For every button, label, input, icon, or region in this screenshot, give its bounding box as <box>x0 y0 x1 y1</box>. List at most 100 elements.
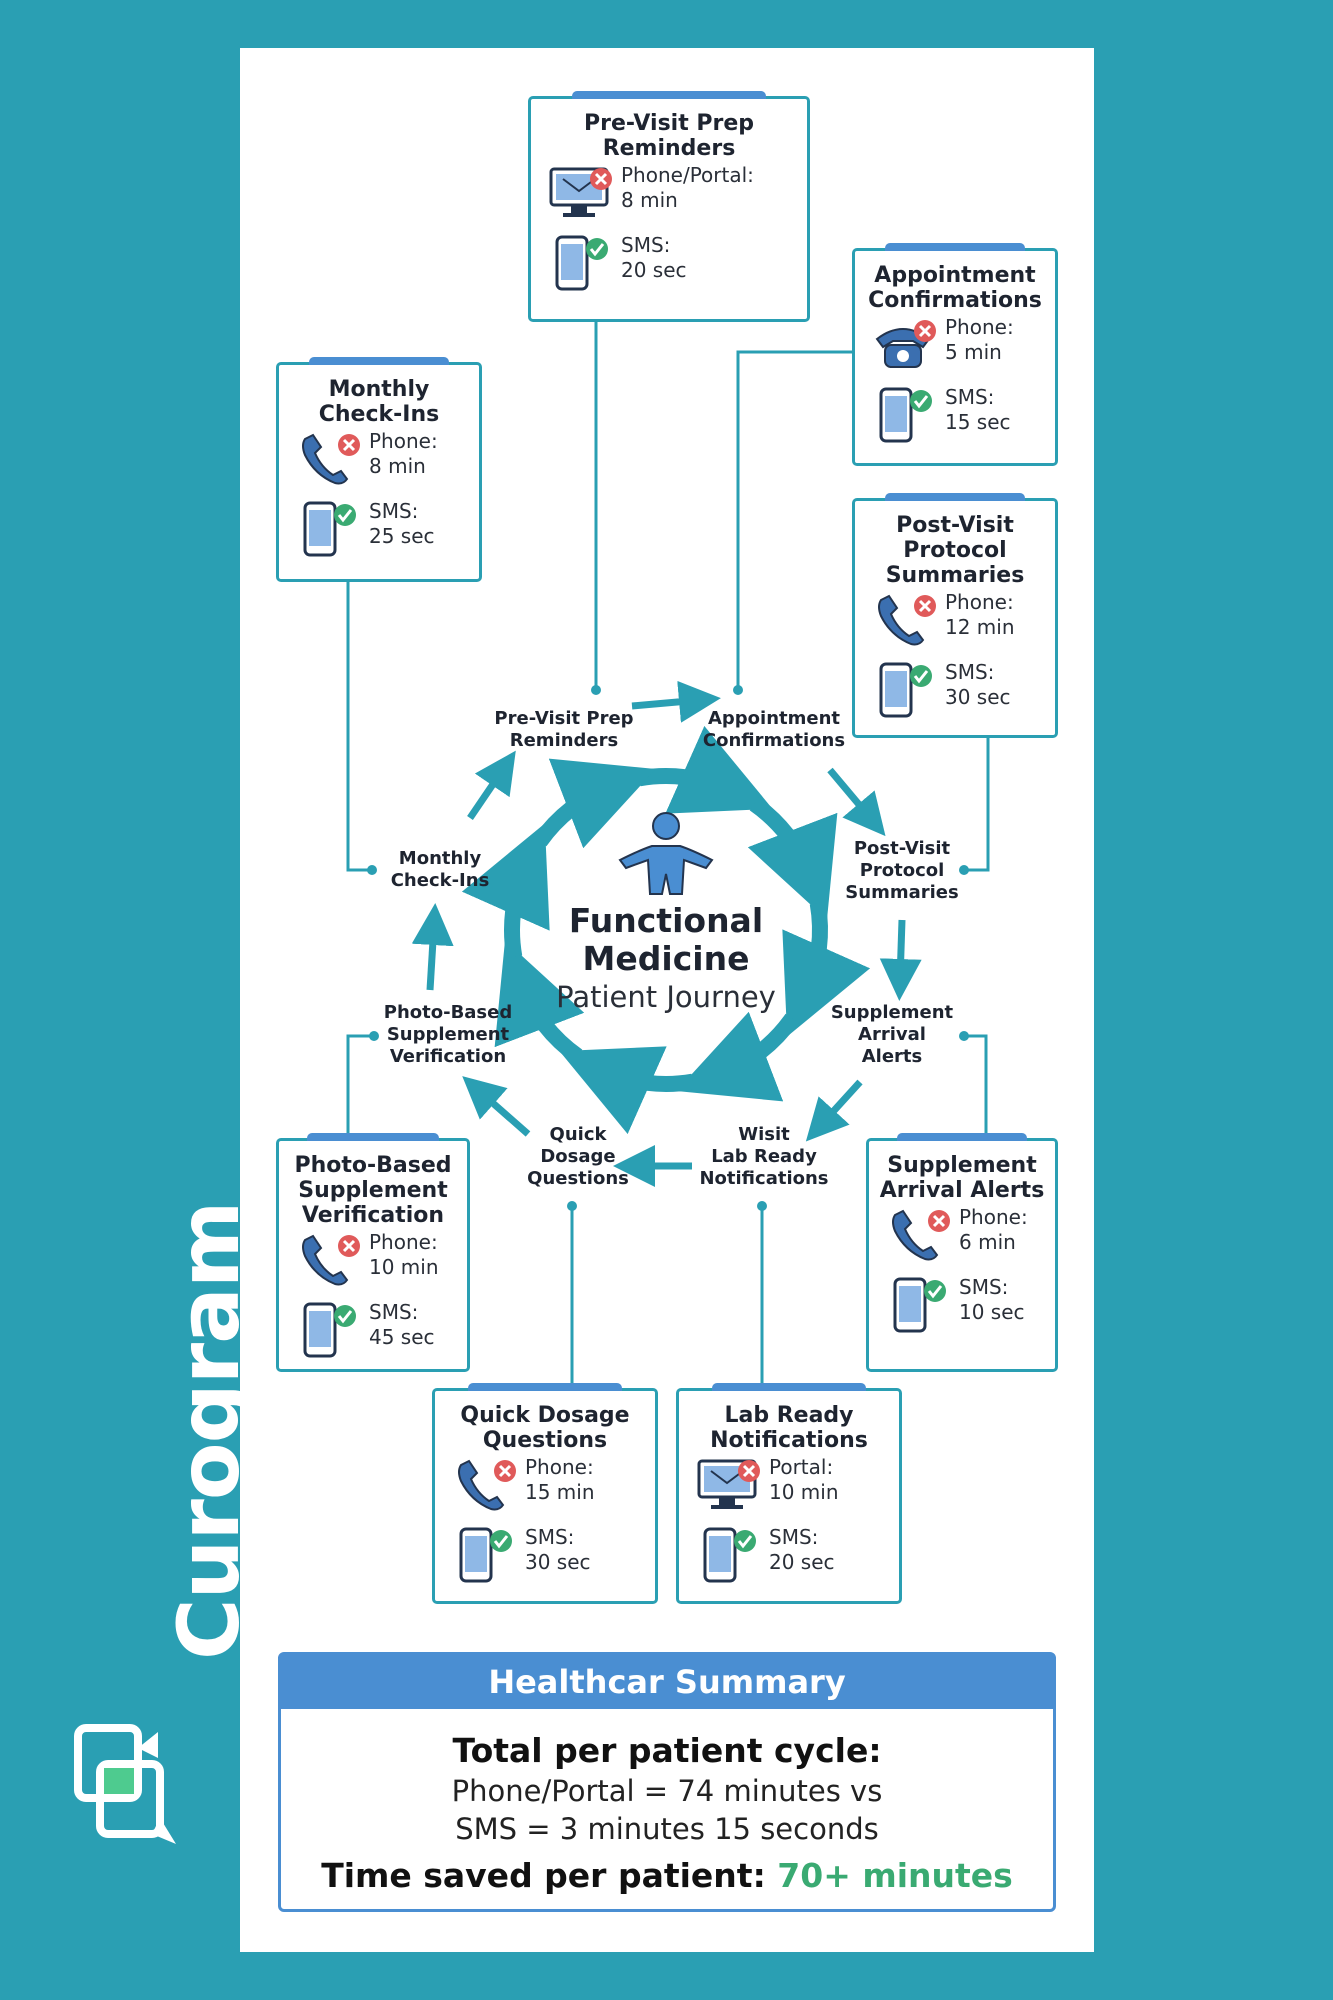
channel-row: SMS: 20 sec <box>679 1523 899 1593</box>
card-tab <box>468 1383 622 1391</box>
channel-row: Phone: 12 min <box>855 588 1055 658</box>
card-previsit: Pre-Visit Prep Reminders Phone/Portal: 8… <box>528 91 810 322</box>
phone-handset-icon <box>873 592 939 654</box>
channel-time: Phone: 6 min <box>959 1205 1028 1254</box>
connector-dot <box>757 1201 767 1211</box>
channel-row: Phone: 8 min <box>279 427 479 497</box>
flow-arrow <box>631 680 721 723</box>
channel-time: Phone: 10 min <box>369 1230 439 1279</box>
time-saved-value: 70+ minutes <box>777 1856 1013 1895</box>
phone-handset-icon <box>453 1457 519 1519</box>
cycle-ring-arrow <box>494 940 585 1063</box>
cycle-ring-arrow <box>533 758 656 849</box>
cycle-ring-arrow <box>747 797 838 920</box>
chat-bubbles-icon <box>74 1724 176 1844</box>
smartphone-icon <box>873 662 939 724</box>
smartphone-icon <box>873 387 939 449</box>
card-title: Post-Visit Protocol Summaries <box>885 513 1025 588</box>
center-subtitle: Patient Journey <box>556 980 776 1014</box>
channel-row: Portal: 10 min <box>679 1453 899 1523</box>
phone-handset-icon <box>887 1207 953 1269</box>
phone-handset-icon <box>297 431 363 493</box>
card-appointment: Appointment Confirmations Phone: 5 min S… <box>852 243 1058 466</box>
desk-phone-icon <box>873 317 939 379</box>
connector-dot <box>367 865 377 875</box>
flow-arrow <box>827 767 886 837</box>
summary-box: Healthcar Summary Total per patient cycl… <box>278 1652 1056 1912</box>
summary-phone-total: Phone/Portal = 74 minutes vs <box>451 1774 883 1808</box>
card-lab: Lab Ready Notifications Portal: 10 min S… <box>676 1383 902 1604</box>
channel-row: SMS: 20 sec <box>531 231 807 301</box>
channel-time: SMS: 30 sec <box>525 1525 591 1574</box>
person-icon <box>618 812 714 895</box>
cycle-label-photo: Photo-Based Supplement Verification <box>383 1002 513 1067</box>
channel-row: SMS: 30 sec <box>435 1523 655 1593</box>
summary-sms-total: SMS = 3 minutes 15 seconds <box>455 1812 879 1846</box>
channel-time: SMS: 15 sec <box>945 385 1011 434</box>
cycle-label-supplement: Supplement Arrival Alerts <box>830 1002 954 1067</box>
cycle-ring-arrow <box>782 901 871 1037</box>
phone-handset-icon <box>297 1232 363 1294</box>
card-title: Monthly Check-Ins <box>318 377 440 427</box>
connector-dot <box>959 1031 969 1041</box>
brand-name: Curogram <box>160 1201 258 1660</box>
channel-time: SMS: 25 sec <box>369 499 435 548</box>
channel-time: SMS: 20 sec <box>769 1525 835 1574</box>
smartphone-icon <box>887 1277 953 1339</box>
summary-total-heading: Total per patient cycle: <box>452 1731 882 1770</box>
channel-time: Phone: 5 min <box>945 315 1014 364</box>
card-tab <box>885 493 1025 501</box>
channel-row: SMS: 10 sec <box>869 1273 1055 1343</box>
smartphone-icon <box>549 235 615 297</box>
smartphone-icon <box>297 501 363 563</box>
channel-row: Phone: 10 min <box>279 1228 467 1298</box>
channel-time: SMS: 45 sec <box>369 1300 435 1349</box>
connector-dot <box>591 685 601 695</box>
center-title: Functional Medicine <box>568 901 764 978</box>
flow-arrow <box>879 919 922 1001</box>
card-title: Pre-Visit Prep Reminders <box>583 111 755 161</box>
card-tab <box>712 1383 866 1391</box>
channel-row: Phone: 6 min <box>869 1203 1055 1273</box>
channel-row: SMS: 45 sec <box>279 1298 467 1368</box>
channel-time: Phone/Portal: 8 min <box>621 163 754 212</box>
channel-time: Phone: 8 min <box>369 429 438 478</box>
cycle-ring-arrow <box>559 1046 695 1135</box>
card-title: Lab Ready Notifications <box>710 1403 868 1453</box>
channel-row: Phone: 5 min <box>855 313 1055 383</box>
connector-dot <box>959 865 969 875</box>
channel-row: Phone: 15 min <box>435 1453 655 1523</box>
card-tab <box>896 1133 1028 1141</box>
card-title: Photo-Based Supplement Verification <box>294 1153 452 1228</box>
smartphone-icon <box>697 1527 763 1589</box>
connector-line <box>346 582 372 872</box>
card-tab <box>572 91 766 99</box>
computer-icon <box>549 165 615 227</box>
card-tab <box>307 1133 439 1141</box>
cycle-label-postvisit: Post-Visit Protocol Summaries <box>845 838 959 903</box>
cycle-ring-arrow <box>461 823 550 959</box>
channel-row: Phone/Portal: 8 min <box>531 161 807 231</box>
flow-arrow <box>805 1079 863 1142</box>
cycle-label-previsit: Pre-Visit Prep Reminders <box>494 708 634 751</box>
flow-arrow <box>411 903 454 991</box>
connector-line <box>346 1034 374 1138</box>
smartphone-icon <box>297 1302 363 1364</box>
channel-row: SMS: 25 sec <box>279 497 479 567</box>
connector-line <box>736 350 852 690</box>
card-tab <box>885 243 1025 251</box>
channel-row: SMS: 15 sec <box>855 383 1055 453</box>
cycle-label-quick: Quick Dosage Questions <box>527 1124 629 1189</box>
flow-arrow <box>462 1076 531 1137</box>
summary-header: Healthcar Summary <box>281 1655 1053 1709</box>
connector-line <box>964 738 990 872</box>
channel-time: SMS: 20 sec <box>621 233 687 282</box>
time-saved-label: Time saved per patient: <box>321 1856 778 1895</box>
summary-time-saved: Time saved per patient: 70+ minutes <box>281 1856 1053 1895</box>
card-tab <box>309 357 449 365</box>
connector-dot <box>567 1201 577 1211</box>
